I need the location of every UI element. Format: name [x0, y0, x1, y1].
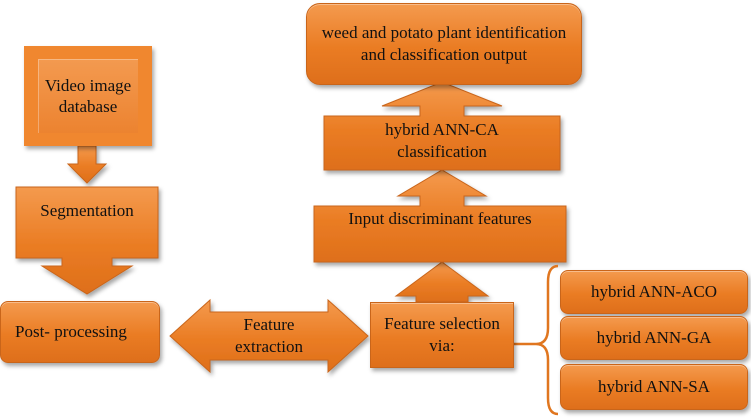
hybrid-ann-ga-box: hybrid ANN-GA — [560, 316, 748, 360]
video-image-database-label: Video image database — [38, 59, 138, 133]
hybrid-ann-aco-box: hybrid ANN-ACO — [560, 270, 748, 314]
post-processing-box: Post- processing — [0, 301, 160, 363]
post-processing-label: Post- processing — [15, 322, 127, 341]
hybrid-ann-sa-label: hybrid ANN-SA — [598, 377, 710, 396]
input-features-label: Input discriminant features — [348, 209, 532, 228]
hybrid-ann-aco-label: hybrid ANN-ACO — [590, 282, 718, 301]
hybrid-ann-ga-label: hybrid ANN-GA — [596, 328, 712, 347]
hybrid-ann-sa-box: hybrid ANN-SA — [560, 364, 748, 410]
arrow-video-to-segmentation — [66, 145, 108, 184]
classification-label: hybrid ANN-CA classification — [385, 120, 499, 161]
segmentation-label: Segmentation — [40, 201, 134, 220]
video-image-database-frame: Video image database — [24, 46, 152, 146]
selection-bracket — [514, 264, 559, 416]
feature-selection-label: Feature selection via: — [384, 314, 500, 355]
output-box: weed and potato plant identification and… — [306, 3, 582, 85]
feature-extraction-label: Feature extraction — [235, 315, 303, 356]
feature-selection-box: Feature selection via: — [370, 302, 514, 368]
output-label: weed and potato plant identification and… — [321, 23, 567, 64]
arrow-selection-to-input — [394, 261, 490, 303]
